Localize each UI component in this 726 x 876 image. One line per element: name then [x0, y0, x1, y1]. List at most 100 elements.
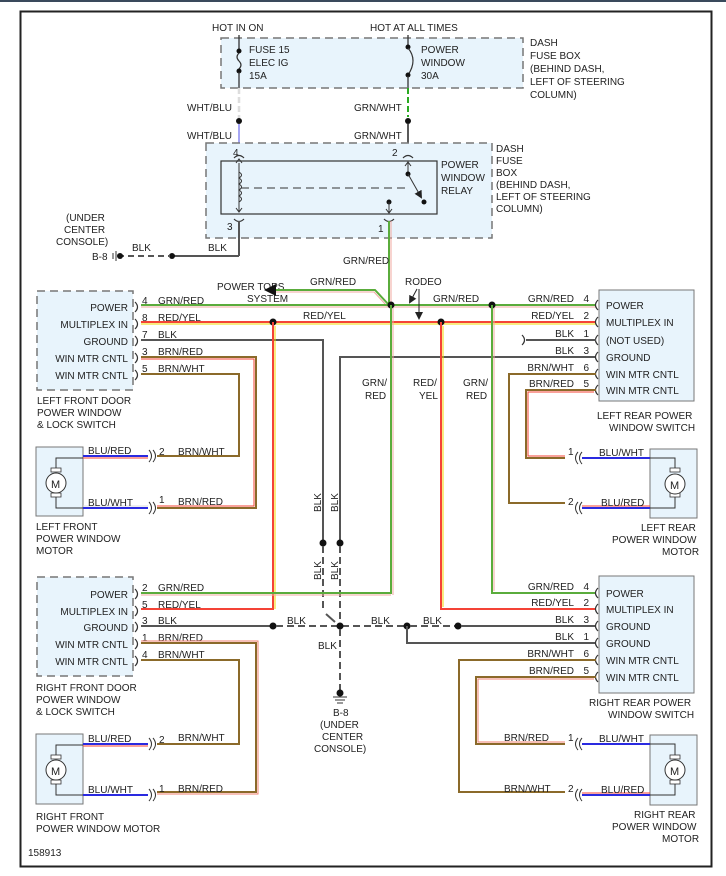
lr-motor-wire-1: BLU/WHT — [599, 448, 644, 459]
connector-icon — [594, 351, 599, 363]
lf-switch-label-3: & LOCK SWITCH — [37, 420, 116, 431]
fuse15-label-3: 15A — [249, 71, 267, 82]
switch-pin-number: 4 — [142, 650, 148, 661]
lf-switch-label-1: LEFT FRONT DOOR — [37, 396, 131, 407]
relaybox-label-4: (BEHIND DASH, — [496, 180, 570, 191]
ground-top-wire-1: BLK — [208, 243, 227, 254]
gnd-blk-label-3: BLK — [423, 616, 442, 627]
connector-icon — [134, 335, 139, 347]
rr-motor-label-2: POWER WINDOW — [612, 822, 697, 833]
lf-motor-wire-2: BLU/WHT — [88, 498, 133, 509]
rr-motor-symbol: M — [650, 743, 686, 796]
wire-label-wht-blu-2: WHT/BLU — [187, 131, 232, 142]
connector-icon — [134, 621, 139, 633]
right-rear-window-switch — [598, 575, 695, 694]
rr-motor-wire-2: BLU/RED — [601, 785, 644, 796]
lf-motor-pin-1: 1 — [159, 495, 165, 506]
switch-wire-label: BRN/WHT — [527, 363, 574, 374]
fusepw-label-3: 30A — [421, 71, 439, 82]
switch-pin-number: 2 — [583, 311, 589, 322]
switch-pin-name: POWER — [606, 589, 644, 600]
switch-wire-label: BLK — [158, 616, 177, 627]
relaybox-label-5: LEFT OF STEERING — [496, 192, 591, 203]
rr-harness-wire-2: BRN/WHT — [504, 784, 551, 795]
rr-harness-wire-1: BRN/RED — [504, 733, 549, 744]
gnd-blk-label-4: BLK — [318, 641, 337, 652]
right-front-door-switch — [36, 576, 134, 677]
lf-motor-pin-2: 2 — [159, 447, 165, 458]
connector-icon — [594, 299, 599, 311]
rf-harness-wire-1: BRN/WHT — [178, 733, 225, 744]
switch-wire-label: BLK — [555, 346, 574, 357]
lf-motor-wire-1: BLU/RED — [88, 446, 131, 457]
motor-icon-lf: M — [51, 479, 60, 491]
switch-pin-number: 1 — [583, 329, 589, 340]
hot-in-on-label: HOT IN ON — [212, 23, 263, 34]
arrow-left-icon — [264, 284, 276, 296]
relay-coil-icon — [238, 171, 242, 203]
window-top-border — [0, 0, 726, 2]
fusepw-label-1: POWER — [421, 45, 459, 56]
lf-motor-label-2: POWER WINDOW — [36, 534, 121, 545]
rr-switch-label-2: WINDOW SWITCH — [608, 710, 694, 721]
vert-grn-red-label-2a: GRN/ — [463, 378, 488, 389]
ground-bottom-label-1: (UNDER — [320, 720, 359, 731]
switch-wire-label: BLK — [555, 615, 574, 626]
fusebox-label-2: FUSE BOX — [530, 51, 581, 62]
switch-wire-label: BLK — [555, 632, 574, 643]
gnd-blk-label-2: BLK — [371, 616, 390, 627]
connector-icon — [134, 605, 139, 617]
switch-wire-label: GRN/RED — [158, 583, 204, 594]
switch-wire-label: BRN/WHT — [158, 650, 205, 661]
power-tops-label-2: SYSTEM — [247, 294, 288, 305]
bus-grn-red-label: GRN/RED — [433, 294, 479, 305]
switch-pin-number: 6 — [583, 363, 589, 374]
switch-pin-name: GROUND — [606, 622, 650, 633]
switch-pin-number: 2 — [583, 598, 589, 609]
lr-motor-wire-2: BLU/RED — [601, 498, 644, 509]
relay-label-2: WINDOW — [441, 173, 485, 184]
switch-pin-number: 8 — [142, 313, 148, 324]
switch-pin-number: 7 — [142, 330, 148, 341]
relaybox-label-2: FUSE — [496, 156, 523, 167]
switch-wire-label: BLK — [158, 330, 177, 341]
switch-pin-name: MULTIPLEX IN — [606, 605, 674, 616]
vert-grn-red-label-2b: RED — [466, 391, 487, 402]
vert-blk-label-3: BLK — [313, 561, 324, 580]
switch-pin-name: MULTIPLEX IN — [60, 607, 128, 618]
lf-harness-wire-1: BRN/WHT — [178, 447, 225, 458]
switch-pin-number: 5 — [142, 600, 148, 611]
switch-pin-number: 1 — [583, 632, 589, 643]
hot-at-all-times-label: HOT AT ALL TIMES — [370, 23, 458, 34]
rf-switch-label-3: & LOCK SWITCH — [36, 707, 115, 718]
switch-pin-name: GROUND — [84, 337, 128, 348]
lf-motor-label-1: LEFT FRONT — [36, 522, 97, 533]
connector-icon — [594, 316, 599, 328]
rf-motor-symbol: M — [45, 744, 83, 796]
lr-motor-pin-2: 2 — [568, 497, 574, 508]
lr-switch-label-1: LEFT REAR POWER — [597, 411, 692, 422]
rf-switch-label-2: POWER WINDOW — [36, 695, 121, 706]
fusebox-label-4: LEFT OF STEERING — [530, 77, 625, 88]
switch-wire-label: BRN/WHT — [527, 649, 574, 660]
switch-pin-name: WIN MTR CNTL — [606, 386, 679, 397]
relay-label-3: RELAY — [441, 186, 473, 197]
relay-label-1: POWER — [441, 160, 479, 171]
switch-pin-number: 5 — [583, 666, 589, 677]
rr-motor-pin-2: 2 — [568, 784, 574, 795]
power-tops-label-1: POWER TOPS — [217, 282, 285, 293]
switch-pin-number: 5 — [142, 364, 148, 375]
switch-pin-name: WIN MTR CNTL — [55, 640, 128, 651]
left-rear-window-switch — [598, 289, 695, 402]
ground-bottom-label-2: CENTER — [322, 732, 363, 743]
connector-icon — [134, 301, 139, 313]
switch-pin-name: WIN MTR CNTL — [606, 370, 679, 381]
fusebox-label-1: DASH — [530, 38, 558, 49]
switch-pin-name: MULTIPLEX IN — [60, 320, 128, 331]
lr-motor-label-3: MOTOR — [662, 547, 699, 558]
fusebox-label-3: (BEHIND DASH, — [530, 64, 604, 75]
relay-pin-1: 1 — [378, 224, 384, 235]
relaybox-label-3: BOX — [496, 168, 517, 179]
vert-blk-label-2: BLK — [330, 493, 341, 512]
relay-pin-3: 3 — [227, 222, 233, 233]
